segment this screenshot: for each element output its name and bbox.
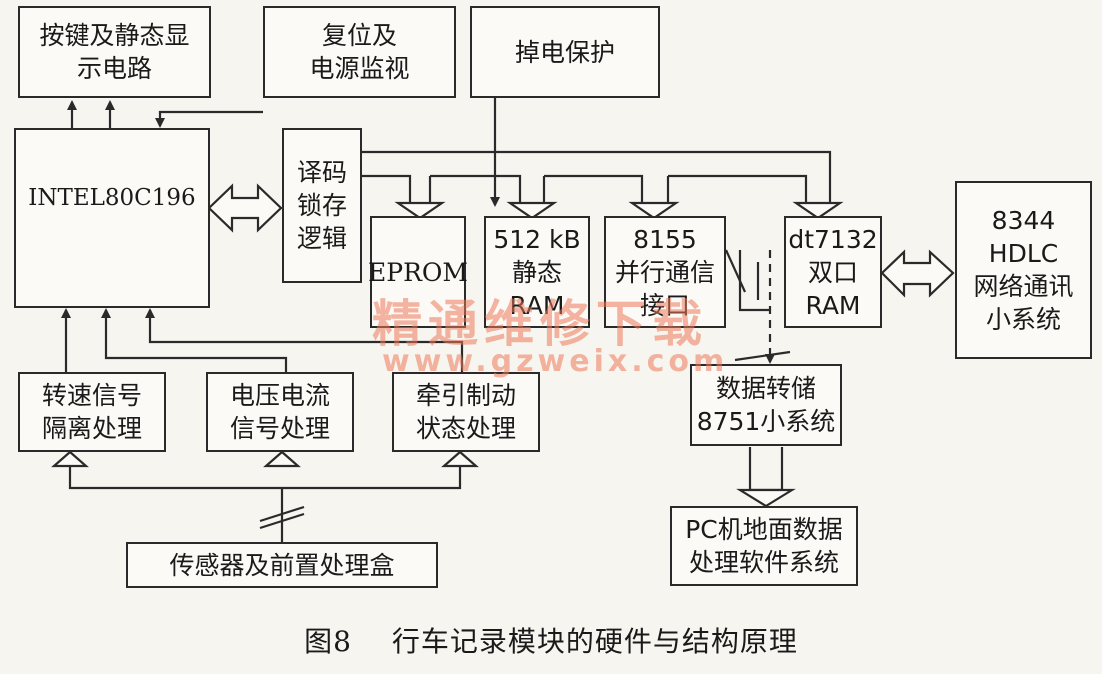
figure-title: 行车记录模块的硬件与结构原理 xyxy=(391,625,798,658)
keypad-display-block: 按键及静态显 示电路 xyxy=(18,6,211,98)
sensor-box-block: 传感器及前置处理盒 xyxy=(126,542,438,588)
data-store-block: 数据转储 8751小系统 xyxy=(690,364,842,446)
figure-number: 图8 xyxy=(304,625,352,658)
eprom-block: EPROM xyxy=(368,216,468,328)
voltage-current-block: 电压电流 信号处理 xyxy=(206,372,354,452)
power-protect-block: 掉电保护 xyxy=(470,6,660,98)
dual-port-ram-block: dt7132 双口 RAM xyxy=(784,216,882,328)
watermark-url: www.gzweix.com xyxy=(382,344,729,379)
decode-latch-block: 译码 锁存 逻辑 xyxy=(282,128,362,283)
traction-brake-block: 牵引制动 状态处理 xyxy=(392,372,540,452)
figure-caption: 图8 行车记录模块的硬件与结构原理 xyxy=(0,620,1102,660)
pio-8155-block: 8155 并行通信 接口 xyxy=(604,216,726,328)
reset-monitor-block: 复位及 电源监视 xyxy=(263,6,456,98)
pc-ground-block: PC机地面数据 处理软件系统 xyxy=(670,506,858,586)
cpu-block: INTEL80C196 xyxy=(14,128,210,308)
watermark-text: 精通维修下载 xyxy=(372,295,708,353)
sram-block: 512 kB 静态 RAM xyxy=(484,216,590,328)
hdlc-block: 8344 HDLC 网络通讯 小系统 xyxy=(955,181,1092,359)
speed-isolation-block: 转速信号 隔离处理 xyxy=(18,372,166,452)
